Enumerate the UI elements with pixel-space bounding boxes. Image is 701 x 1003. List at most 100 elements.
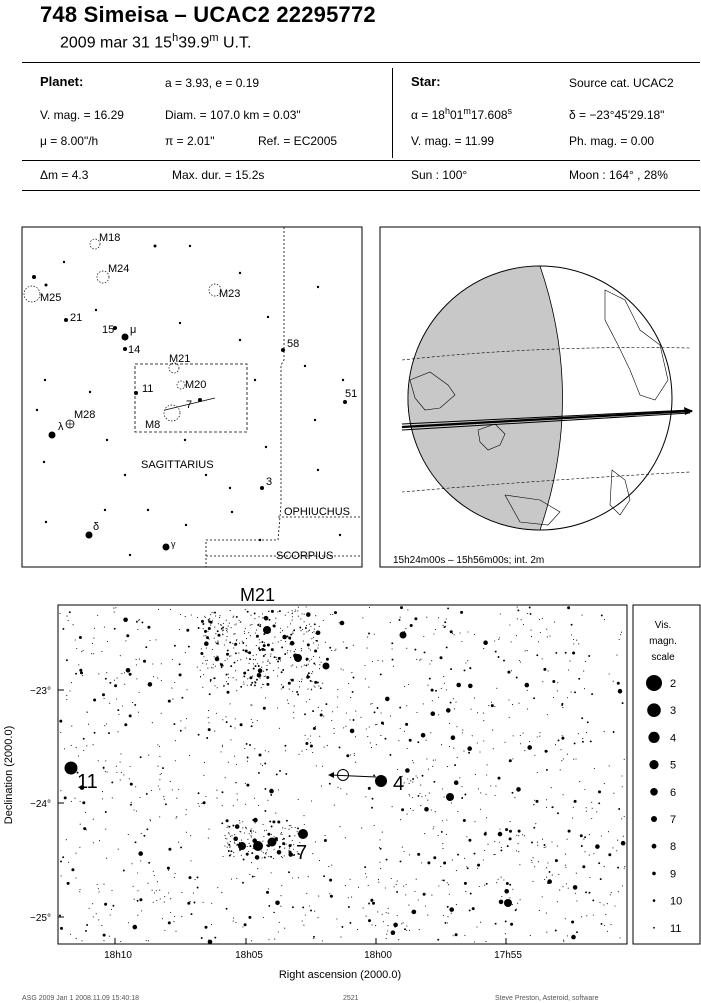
x-tick-label: 17h55 (494, 950, 522, 961)
field-star (306, 612, 311, 617)
field-star (387, 912, 389, 914)
scale-title-2: magn. (649, 636, 677, 647)
finder-star (162, 543, 170, 551)
finder-label-mu: μ (130, 324, 136, 336)
field-star (188, 876, 192, 880)
field-star (298, 753, 300, 755)
field-star (570, 623, 573, 626)
field-star (123, 672, 126, 674)
field-star (562, 738, 564, 740)
field-star (79, 668, 83, 672)
field-star (313, 628, 315, 630)
field-star (613, 792, 615, 794)
field-star (266, 890, 269, 894)
field-star (94, 786, 96, 789)
shadow-path-south (401, 412, 691, 431)
field-star (205, 660, 207, 662)
field-star (174, 915, 176, 917)
field-star (333, 728, 335, 730)
field-star (438, 714, 440, 716)
field-star (260, 687, 262, 689)
field-star (573, 643, 575, 645)
field-star (157, 785, 159, 787)
field-star (312, 710, 315, 713)
field-star (445, 625, 447, 627)
field-star (405, 883, 407, 885)
field-star (302, 640, 304, 642)
field-star (306, 892, 308, 894)
field-star (510, 641, 512, 643)
field-star (408, 738, 412, 742)
field-star (280, 639, 282, 641)
field-star (506, 845, 509, 848)
field-star (233, 615, 235, 617)
field-star (103, 940, 105, 942)
field-star (412, 781, 414, 783)
field-star (305, 664, 308, 667)
field-star (562, 886, 564, 888)
field-star (228, 622, 230, 624)
field-star (514, 797, 516, 799)
field-star (246, 783, 250, 787)
field-star (75, 747, 77, 749)
field-star (255, 654, 257, 656)
field-star (250, 614, 252, 616)
field-star (535, 799, 539, 803)
field-star (181, 916, 183, 918)
field-star (204, 629, 207, 633)
field-star (196, 666, 198, 668)
field-star (588, 891, 591, 894)
field-star (612, 847, 614, 849)
field-star (233, 855, 235, 857)
field-star (290, 825, 292, 827)
field-star (151, 722, 153, 724)
field-star (348, 682, 350, 685)
field-star (242, 649, 245, 652)
field-star (254, 839, 256, 841)
field-star (542, 681, 544, 683)
field-star (98, 891, 100, 893)
field-star (339, 620, 345, 626)
field-star (282, 669, 285, 671)
field-star (190, 860, 192, 862)
field-star (308, 647, 310, 649)
field-star (256, 629, 258, 631)
field-star (254, 748, 256, 750)
field-star (71, 868, 75, 872)
field-star (268, 856, 270, 858)
field-star (319, 713, 323, 717)
field-star (538, 909, 540, 911)
field-star (215, 641, 217, 643)
field-star (267, 660, 269, 662)
field-star (455, 904, 457, 906)
field-star (311, 638, 313, 640)
field-star (242, 642, 245, 644)
field-star (322, 682, 324, 684)
field-star (246, 756, 249, 759)
field-star (217, 640, 219, 642)
field-star (431, 660, 433, 662)
star-vmag: V. mag. = 11.99 (411, 134, 495, 148)
field-star (297, 615, 299, 617)
field-star (265, 697, 267, 699)
field-star (220, 624, 222, 626)
field-star (551, 841, 553, 843)
field-star (229, 835, 232, 837)
field-star (159, 898, 161, 900)
field-star (115, 765, 117, 767)
field-star (391, 806, 393, 808)
field-star (554, 929, 557, 932)
field-star (351, 672, 353, 674)
field-star (227, 842, 229, 844)
field-star (471, 907, 475, 911)
field-star (456, 756, 458, 758)
field-star (222, 719, 224, 721)
table-mid-rule (22, 160, 700, 161)
field-star (352, 676, 355, 679)
field-star (220, 663, 224, 667)
footer-right: Steve Preston, Asteroid, software (495, 995, 599, 1002)
field-star (450, 735, 456, 740)
field-star (406, 705, 408, 707)
field-star (242, 926, 244, 928)
field-star (252, 659, 254, 661)
